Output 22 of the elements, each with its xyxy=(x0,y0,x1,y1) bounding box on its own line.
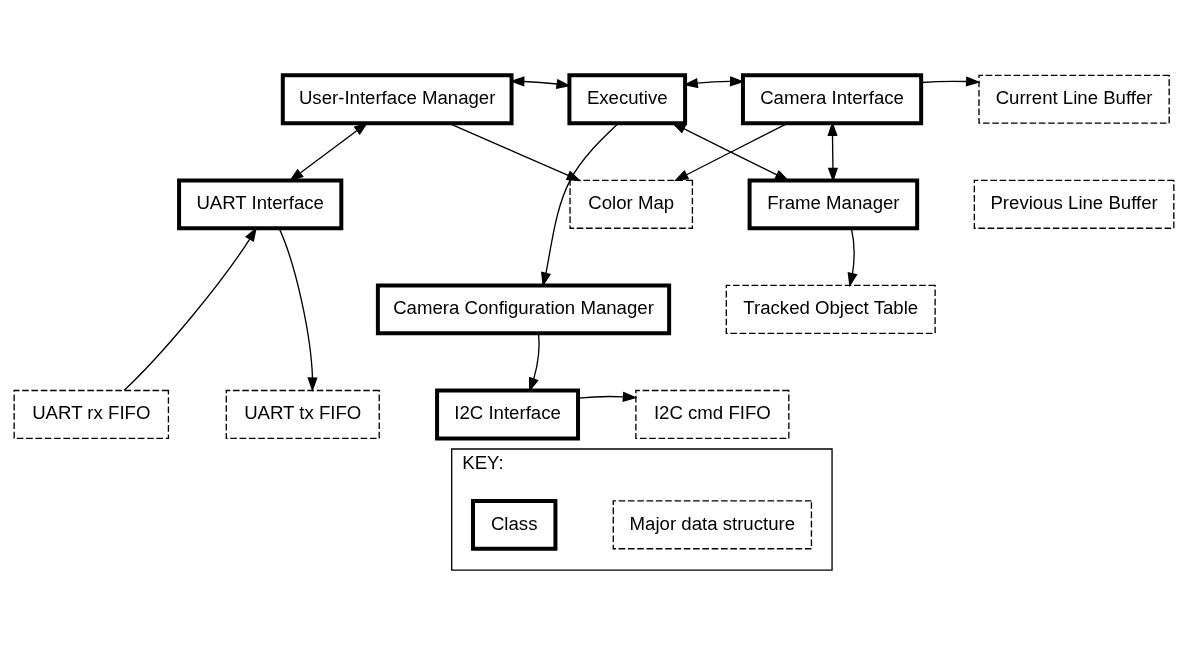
arrow xyxy=(577,391,638,402)
node-box: UART tx FIFO xyxy=(225,389,380,440)
node-box: UART rx FIFO xyxy=(13,389,170,440)
arrow xyxy=(847,227,858,288)
node-box: Current Line Buffer xyxy=(978,74,1170,124)
node-box: Tracked Object Table xyxy=(725,284,936,334)
arrow xyxy=(288,122,369,182)
node-box: Frame Manager xyxy=(747,178,920,231)
node-box: Color Map xyxy=(569,179,694,229)
node-box: I2C cmd FIFO xyxy=(635,389,790,440)
node-box: Executive xyxy=(567,73,688,126)
arrow xyxy=(541,122,619,287)
node-box: I2C Interface xyxy=(435,388,581,441)
node-box: Class xyxy=(471,498,558,551)
node-box: Camera Configuration Manager xyxy=(375,283,672,336)
arrow xyxy=(920,76,981,87)
node-box: Previous Line Buffer xyxy=(973,179,1175,229)
arrow xyxy=(278,227,318,393)
node-box: Camera Interface xyxy=(740,73,924,126)
node-box: User-Interface Manager xyxy=(280,73,514,126)
node-box: Major data structure xyxy=(612,500,813,550)
node-box: UART Interface xyxy=(177,178,344,231)
